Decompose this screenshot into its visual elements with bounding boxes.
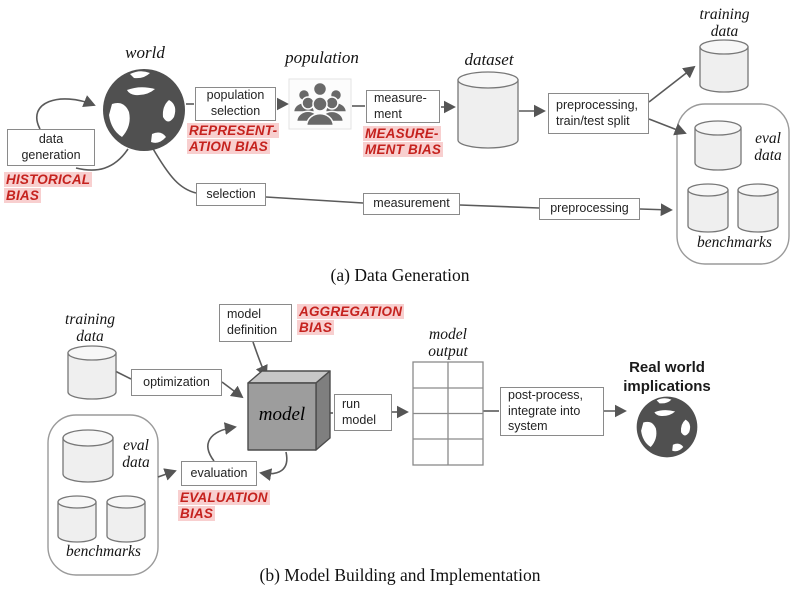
benchmark-cylinder-a1 — [687, 183, 729, 233]
model-definition-box: model definition — [219, 304, 292, 342]
eval-data-label-b: eval data — [122, 437, 150, 472]
arrow-preprocessing-to-benchmarks — [639, 203, 673, 217]
arrow-model-to-evaluation — [259, 451, 288, 481]
measurement-box-bottom: measurement — [363, 193, 460, 215]
eval-data-cylinder-a — [694, 120, 742, 171]
benchmarks-label-a: benchmarks — [697, 234, 772, 251]
arrow-optimization-to-model — [221, 381, 244, 399]
representation-bias-label: REPRESENT-ATION BIAS — [187, 123, 280, 155]
caption-b: (b) Model Building and Implementation — [259, 565, 541, 585]
run-model-box: run model — [334, 394, 392, 431]
preprocessing-box: preprocessing — [539, 198, 640, 220]
benchmark-cylinder-b1 — [57, 495, 97, 543]
training-data-cylinder-a — [699, 39, 749, 93]
model-cube-label: model — [258, 404, 306, 425]
model-output-label: model output — [428, 326, 468, 361]
arrow-preprocessing-to-trainingdata — [648, 65, 696, 103]
population-people-icon — [288, 78, 352, 130]
curve-world-to-selection — [151, 146, 197, 194]
optimization-box: optimization — [131, 369, 222, 396]
arrow-evaluation-to-model — [207, 422, 237, 462]
training-data-label-b: training data — [65, 311, 115, 346]
measurement-box-top: measure-ment — [366, 90, 440, 123]
preprocessing-split-box: preprocessing, train/test split — [548, 93, 649, 134]
real-world-implications-label: Real world implications — [623, 359, 711, 395]
benchmark-cylinder-b2 — [106, 495, 146, 543]
line-selection-to-measurement — [265, 196, 364, 204]
arrow-datagen-to-world — [36, 95, 96, 130]
caption-a: (a) Data Generation — [330, 265, 470, 285]
cylinders — [57, 39, 779, 543]
real-world-globe-icon — [636, 396, 698, 458]
line-measurement-to-preprocessing — [459, 204, 540, 209]
dataset-label: dataset — [464, 50, 514, 69]
connectors-a — [36, 65, 696, 217]
eval-data-label-a: eval data — [754, 130, 782, 165]
world-label: world — [125, 43, 165, 62]
aggregation-bias-label: AGGREGATION BIAS — [297, 304, 405, 336]
historical-bias-label: HISTORICAL BIAS — [4, 172, 93, 204]
training-data-label-a: training data — [699, 6, 750, 41]
training-data-cylinder-b — [67, 345, 117, 400]
eval-data-cylinder-b — [62, 429, 114, 483]
arrow-evaldata-to-evaluation — [157, 468, 177, 481]
arrow-preprocessing-to-evaldata — [648, 118, 687, 136]
data-generation-box: data generation — [7, 129, 95, 166]
selection-box: selection — [196, 183, 266, 206]
measurement-bias-label: MEASURE-MENT BIAS — [363, 126, 444, 158]
curve-world-to-datagen — [75, 148, 129, 171]
evaluation-box: evaluation — [181, 461, 257, 486]
benchmark-cylinder-a2 — [737, 183, 779, 233]
model-output-grid — [412, 361, 484, 466]
benchmarks-label-b: benchmarks — [66, 543, 141, 560]
population-label: population — [285, 48, 359, 67]
population-selection-box: population selection — [195, 87, 276, 121]
line-trainingdata-to-optimization — [114, 370, 132, 380]
world-globe-icon — [103, 69, 185, 151]
model-cube-icon — [247, 370, 331, 451]
evaluation-bias-label: EVALUATION BIAS — [178, 490, 270, 522]
dataset-cylinder — [457, 71, 519, 149]
post-process-box: post-process, integrate into system — [500, 387, 604, 436]
